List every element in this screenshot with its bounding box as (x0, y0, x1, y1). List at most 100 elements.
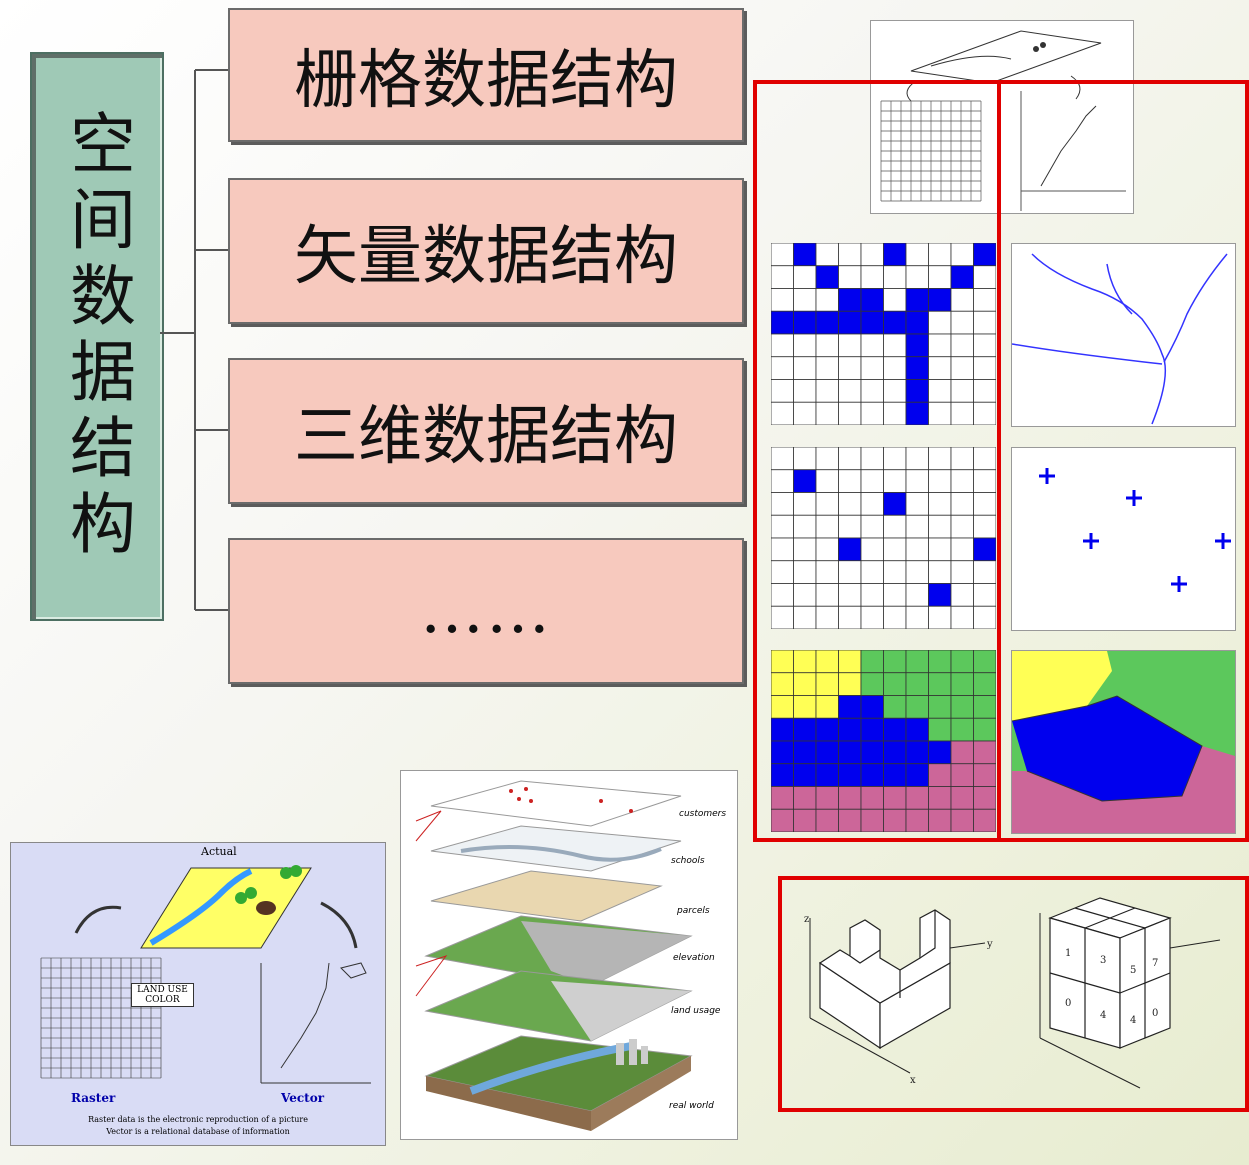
raster-cell (815, 740, 839, 765)
raster-cell (838, 401, 862, 425)
vector-point-panel (1011, 447, 1236, 631)
raster-cell (838, 605, 862, 629)
raster-cell (838, 763, 862, 787)
raster-cell (793, 447, 817, 471)
raster-cell (973, 605, 996, 629)
raster-cell (860, 763, 884, 787)
raster-cell (973, 537, 996, 562)
raster-cell (838, 560, 862, 584)
raster-cell (771, 672, 794, 696)
title-box: 空间数据结构 (30, 52, 164, 621)
raster-cell (973, 763, 996, 787)
raster-cell (928, 672, 952, 696)
raster-cell (905, 560, 929, 584)
svg-text:0: 0 (1152, 1008, 1158, 1019)
raster-cell (815, 808, 839, 832)
raster-cell (950, 717, 974, 742)
raster-cell (815, 650, 839, 674)
raster-cell (950, 650, 974, 674)
raster-cell (883, 583, 907, 607)
raster-cell (771, 492, 794, 516)
raster-cell (905, 265, 929, 289)
raster-cell (883, 265, 907, 289)
branch-more: …… (228, 538, 744, 684)
raster-cell (815, 583, 839, 607)
raster-cell (928, 537, 952, 562)
raster-cell (771, 740, 794, 765)
raster-cell (860, 356, 884, 380)
raster-cell (905, 695, 929, 719)
gis-layers-illustration: customers schools parcels elevation land… (400, 770, 738, 1140)
raster-cell (771, 469, 794, 493)
raster-cell (793, 333, 817, 358)
raster-cell (838, 695, 862, 719)
raster-cell (771, 401, 794, 425)
raster-cell (860, 288, 884, 312)
raster-cell (838, 356, 862, 380)
raster-cell (905, 288, 929, 312)
frame-divider (997, 80, 1001, 842)
raster-cell (950, 605, 974, 629)
raster-cell (771, 763, 794, 787)
raster-cell (905, 583, 929, 607)
raster-cell (973, 447, 996, 471)
caption-1: Raster data is the electronic reproducti… (88, 1115, 308, 1124)
raster-cell (928, 265, 952, 289)
raster-cell (771, 695, 794, 719)
raster-cell (860, 333, 884, 358)
raster-cell (883, 560, 907, 584)
raster-cell (771, 356, 794, 380)
raster-cell (950, 786, 974, 810)
raster-cell (860, 560, 884, 584)
raster-cell (950, 469, 974, 493)
raster-cell (883, 537, 907, 562)
raster-cell (973, 695, 996, 719)
raster-cell (793, 740, 817, 765)
raster-cell (973, 583, 996, 607)
raster-cell (815, 356, 839, 380)
raster-cell (793, 583, 817, 607)
raster-cell (838, 808, 862, 832)
raster-cell (928, 740, 952, 765)
raster-cell (883, 333, 907, 358)
raster-label: Raster (71, 1091, 116, 1105)
raster-cell (950, 808, 974, 832)
raster-cell (771, 310, 794, 335)
raster-cell (928, 514, 952, 539)
raster-cell (950, 356, 974, 380)
raster-cell (883, 288, 907, 312)
svg-text:x: x (910, 1075, 916, 1086)
raster-cell (771, 243, 794, 267)
raster-cell (883, 740, 907, 765)
raster-cell (973, 786, 996, 810)
raster-cell (838, 379, 862, 403)
raster-cell (815, 763, 839, 787)
branch-vector: 矢量数据结构 (228, 178, 744, 324)
raster-cell (973, 310, 996, 335)
svg-text:y: y (986, 939, 993, 950)
raster-cell (883, 650, 907, 674)
raster-cell (860, 514, 884, 539)
raster-cell (793, 288, 817, 312)
svg-text:4: 4 (1100, 1010, 1106, 1021)
raster-cell (973, 469, 996, 493)
raster-cell (905, 492, 929, 516)
raster-cell (973, 717, 996, 742)
raster-cell (905, 672, 929, 696)
raster-cell (860, 583, 884, 607)
raster-cell (838, 672, 862, 696)
raster-cell (973, 740, 996, 765)
raster-cell (905, 379, 929, 403)
raster-cell (973, 560, 996, 584)
raster-cell (928, 492, 952, 516)
vector-area-panel (1011, 650, 1236, 834)
vector-label: Vector (281, 1091, 325, 1105)
raster-cell (793, 310, 817, 335)
raster-cell (883, 243, 907, 267)
raster-cell (815, 786, 839, 810)
raster-cell (950, 265, 974, 289)
raster-point-grid (771, 447, 996, 629)
raster-cell (905, 514, 929, 539)
raster-cell (793, 786, 817, 810)
raster-cell (973, 356, 996, 380)
